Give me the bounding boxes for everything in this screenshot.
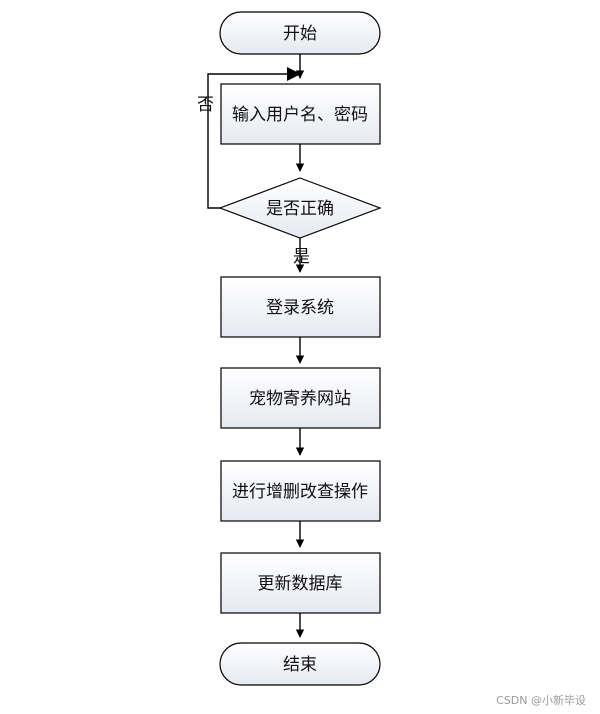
- yes-label: 是: [293, 247, 310, 267]
- decision-label: 是否正确: [266, 199, 334, 219]
- update-db-node: [220, 552, 381, 614]
- crud-label: 进行增删改查操作: [232, 482, 368, 502]
- input-node: [220, 83, 381, 145]
- website-node: [220, 367, 381, 429]
- watermark-text: CSDN @小新毕设: [496, 694, 586, 707]
- update-db-label: 更新数据库: [258, 574, 343, 594]
- website-label: 宠物寄养网站: [249, 389, 351, 409]
- no-label: 否: [197, 95, 214, 115]
- input-label: 输入用户名、密码: [232, 105, 368, 125]
- start-label: 开始: [283, 24, 317, 44]
- login-label: 登录系统: [266, 298, 334, 318]
- login-node: [220, 276, 381, 338]
- end-label: 结束: [283, 655, 317, 675]
- end-node: [219, 642, 381, 686]
- no-loop-arrowhead: [287, 67, 301, 81]
- arrow-no-loop: [207, 73, 300, 209]
